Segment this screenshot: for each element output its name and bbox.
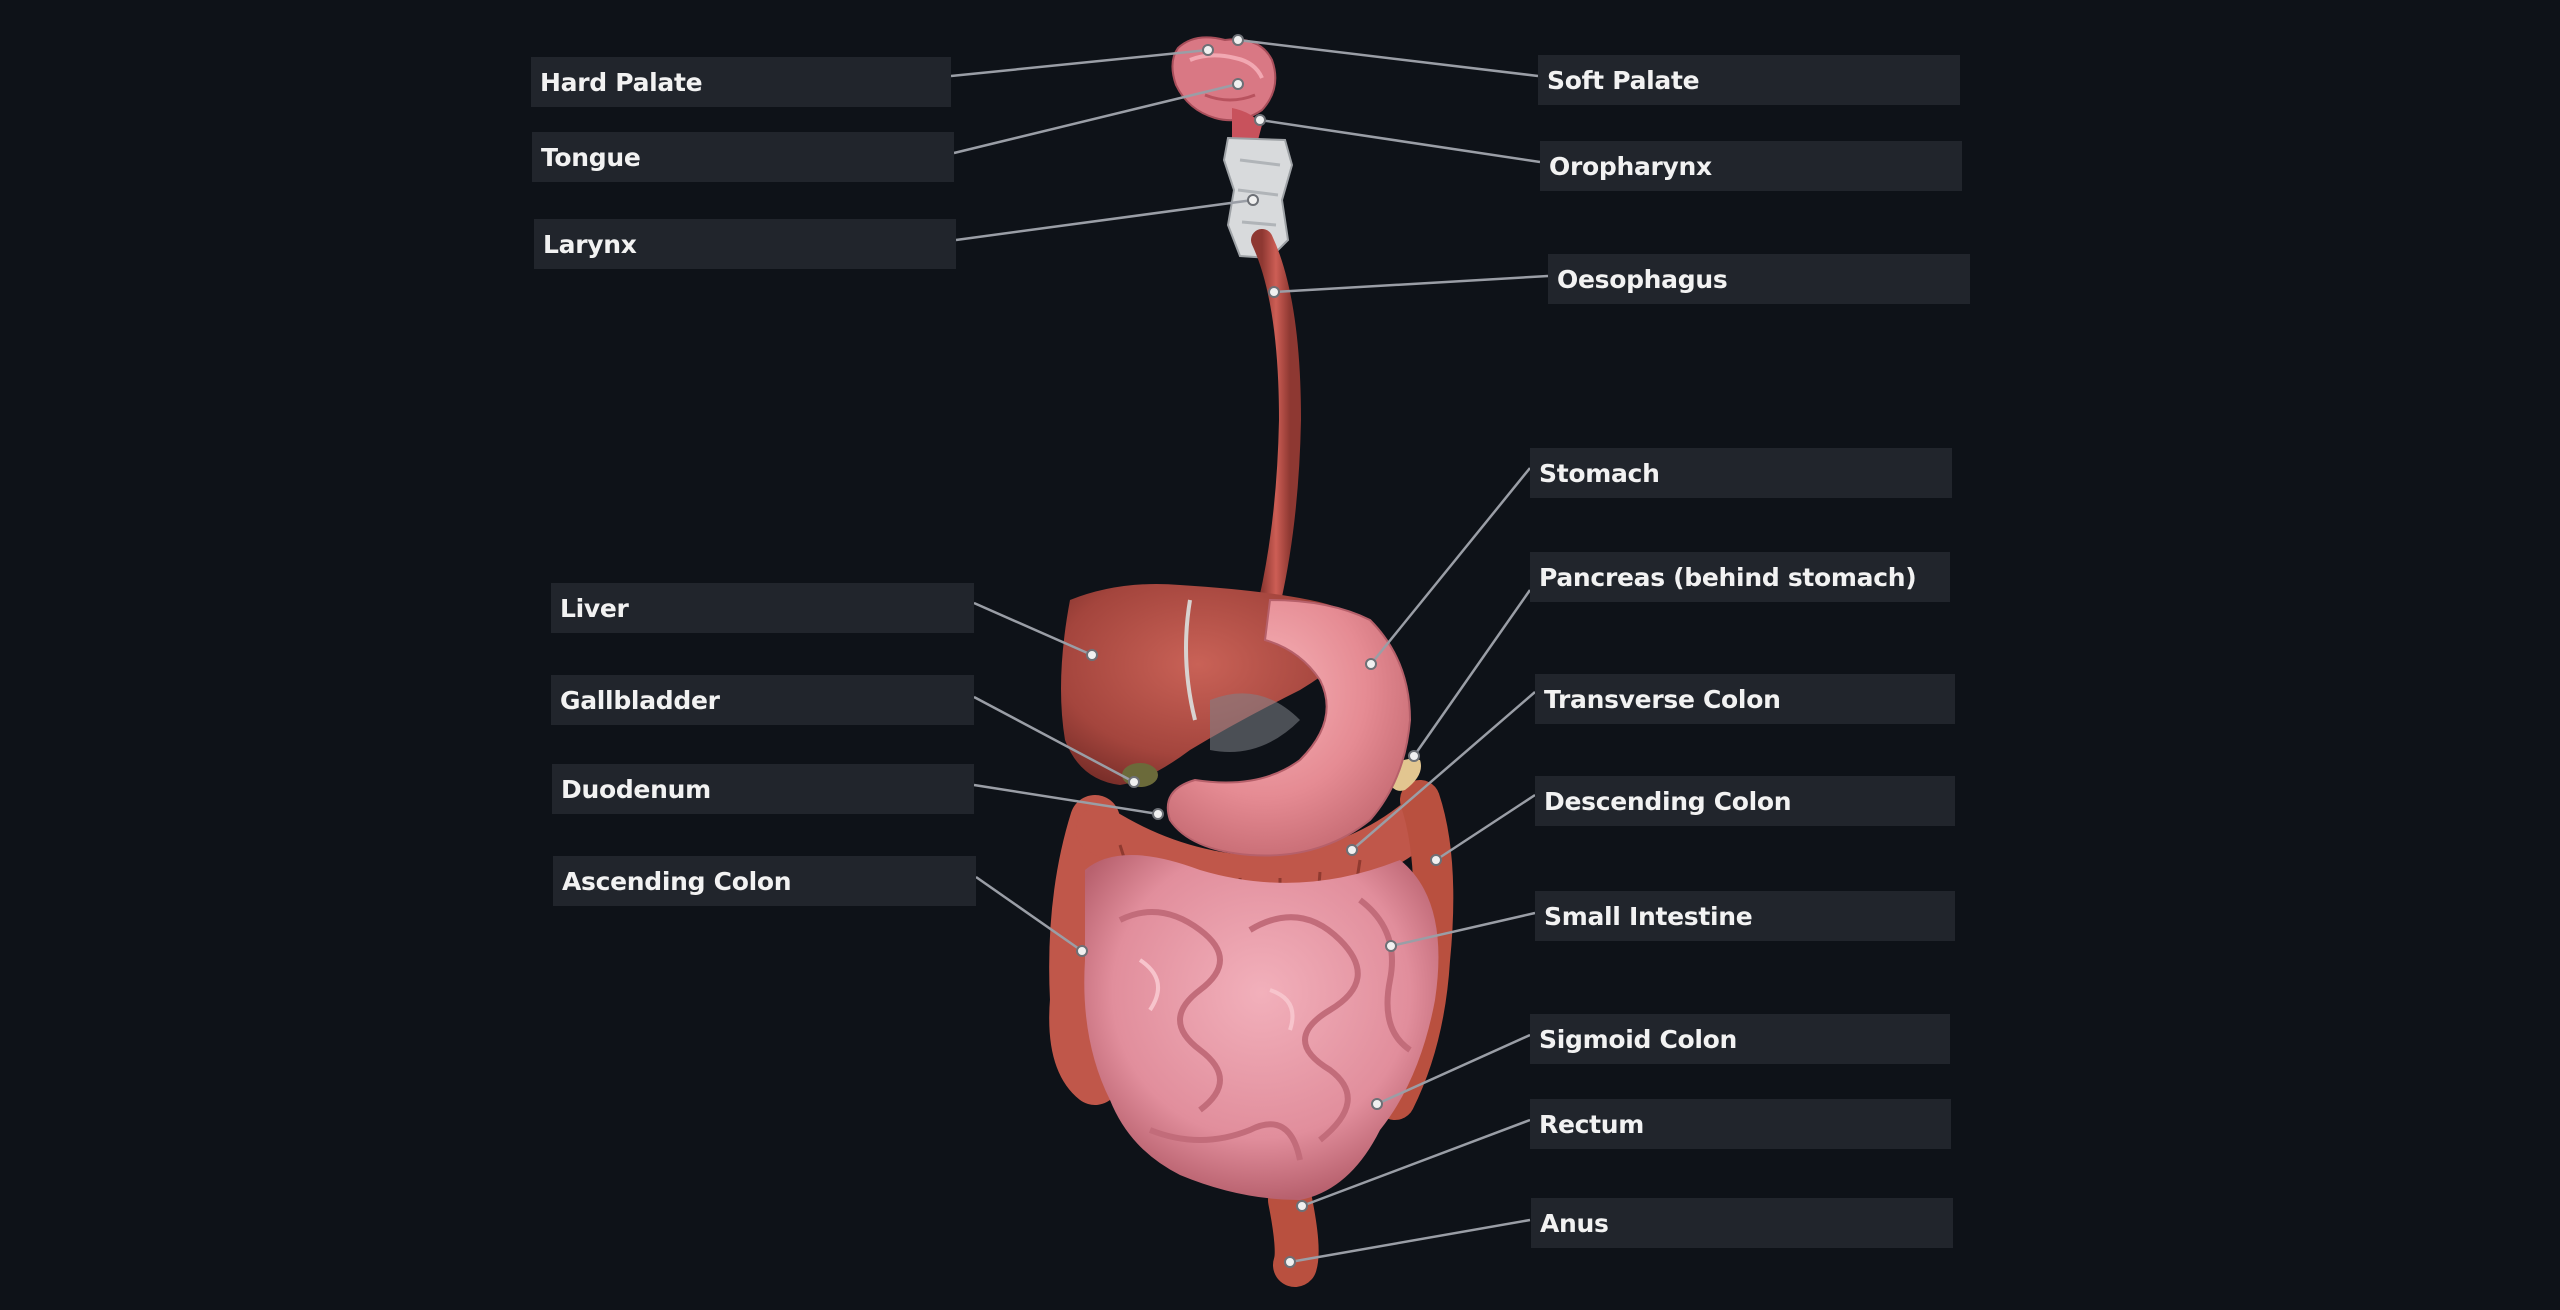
gallbladder-structure (1122, 763, 1158, 787)
label-transverse-colon: Transverse Colon (1535, 674, 1955, 724)
label-text: Duodenum (561, 774, 711, 804)
label-ascending-colon: Ascending Colon (553, 856, 976, 906)
label-oropharynx: Oropharynx (1540, 141, 1962, 191)
label-text: Pancreas (behind stomach) (1539, 562, 1917, 592)
label-text: Stomach (1539, 458, 1660, 488)
label-text: Sigmoid Colon (1539, 1024, 1738, 1054)
label-gallbladder: Gallbladder (551, 675, 974, 725)
label-oesophagus: Oesophagus (1548, 254, 1970, 304)
label-text: Oesophagus (1557, 264, 1728, 294)
mouth-structure (1171, 36, 1277, 143)
label-text: Hard Palate (540, 67, 703, 97)
label-rectum: Rectum (1530, 1099, 1951, 1149)
label-sigmoid-colon: Sigmoid Colon (1530, 1014, 1950, 1064)
label-text: Larynx (543, 229, 637, 259)
label-text: Descending Colon (1544, 786, 1792, 816)
label-stomach: Stomach (1530, 448, 1952, 498)
leader-dots (1076, 34, 1442, 1268)
label-text: Gallbladder (560, 685, 720, 715)
label-small-intestine: Small Intestine (1535, 891, 1955, 941)
label-text: Rectum (1539, 1109, 1645, 1139)
label-anus: Anus (1531, 1198, 1953, 1248)
label-text: Anus (1540, 1208, 1609, 1238)
label-text: Small Intestine (1544, 901, 1753, 931)
label-pancreas: Pancreas (behind stomach) (1530, 552, 1950, 602)
small-intestine-structure (1084, 855, 1439, 1200)
label-text: Oropharynx (1549, 151, 1712, 181)
label-liver: Liver (551, 583, 974, 633)
label-text: Ascending Colon (562, 866, 792, 896)
label-text: Soft Palate (1547, 65, 1700, 95)
label-larynx: Larynx (534, 219, 956, 269)
label-hard-palate: Hard Palate (531, 57, 951, 107)
label-duodenum: Duodenum (552, 764, 974, 814)
label-descending-colon: Descending Colon (1535, 776, 1955, 826)
oesophagus-tube (1251, 229, 1302, 611)
label-tongue: Tongue (532, 132, 954, 182)
label-text: Liver (560, 593, 629, 623)
leader-lines (950, 38, 1549, 1264)
label-soft-palate: Soft Palate (1538, 55, 1960, 105)
stomach-structure (1166, 598, 1412, 857)
label-text: Tongue (541, 142, 641, 172)
label-text: Transverse Colon (1544, 684, 1781, 714)
